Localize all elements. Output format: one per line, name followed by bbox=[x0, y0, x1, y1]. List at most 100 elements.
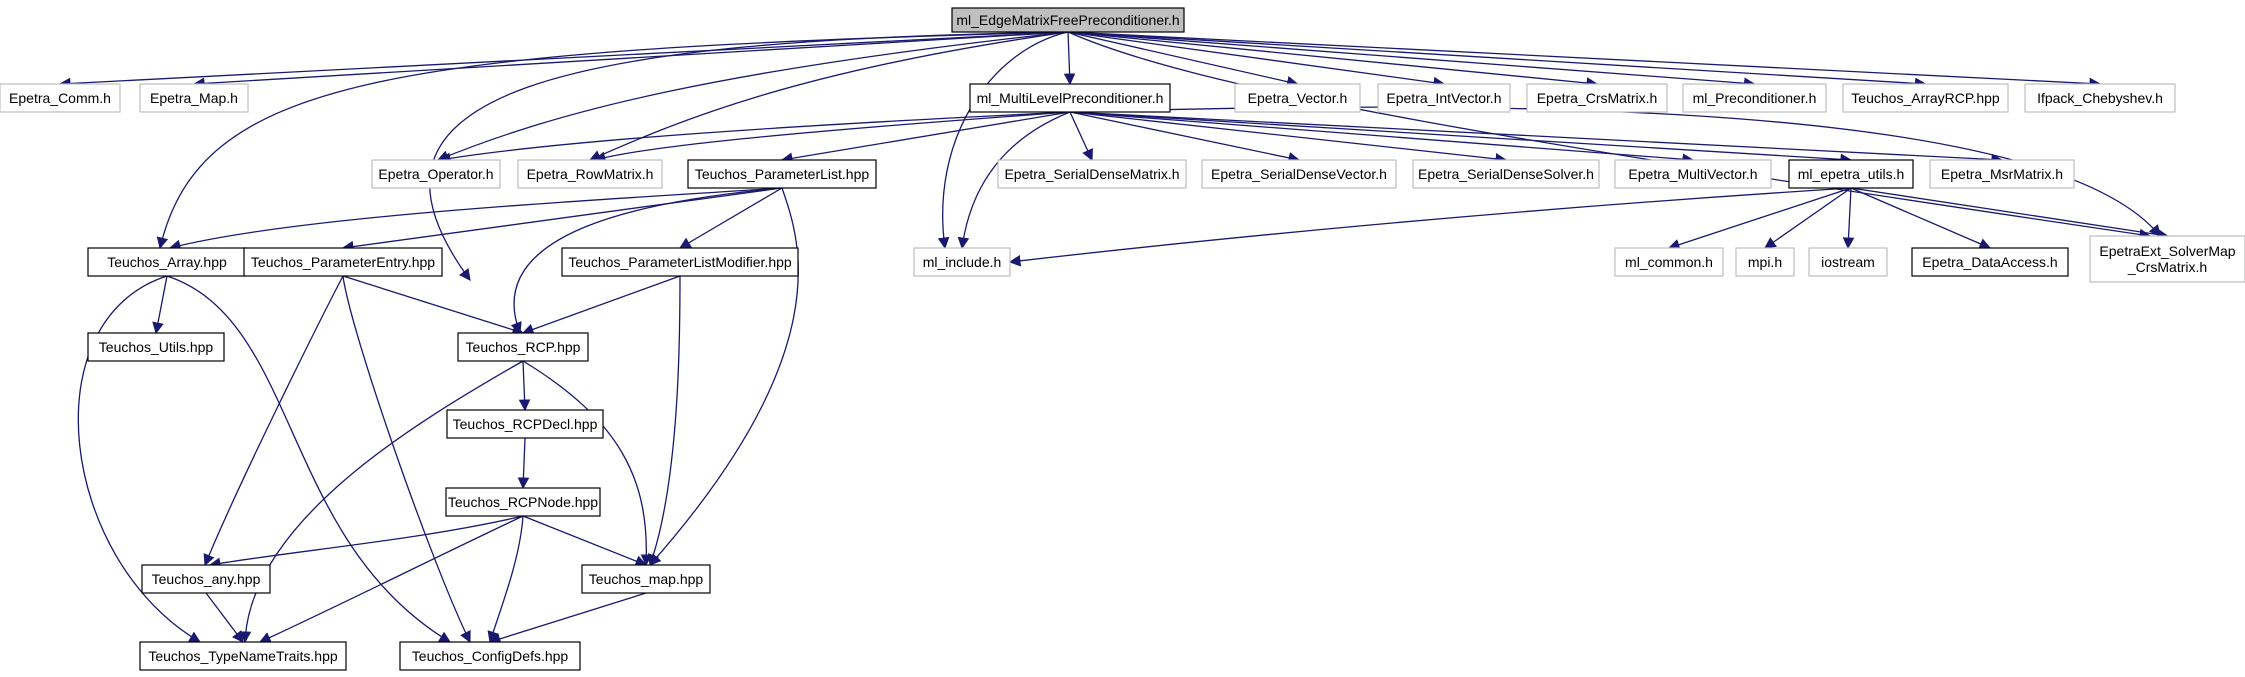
node-teuchos_any[interactable]: Teuchos_any.hpp bbox=[141, 564, 271, 594]
edge-root-to-ml_include bbox=[937, 31, 1069, 250]
node-ml_epetra_utils[interactable]: ml_epetra_utils.h bbox=[1788, 159, 1914, 189]
node-ml_include[interactable]: ml_include.h bbox=[913, 247, 1011, 277]
node-epetra_comm[interactable]: Epetra_Comm.h bbox=[0, 83, 121, 113]
node-teuchos_typenametraits[interactable]: Teuchos_TypeNameTraits.hpp bbox=[139, 641, 347, 671]
node-epetra_serialdensematrix[interactable]: Epetra_SerialDenseMatrix.h bbox=[997, 159, 1187, 189]
node-epetra_intvector[interactable]: Epetra_IntVector.h bbox=[1377, 83, 1511, 113]
node-label-epetra_multivector: Epetra_MultiVector.h bbox=[1628, 166, 1757, 182]
edge-root-to-teuchos_arrayrcp bbox=[1067, 31, 1927, 90]
edge-root-to-epetra_crsmatrix bbox=[1067, 31, 1599, 89]
edge-ml_multilevel-to-epetra_serialdensesolver bbox=[1069, 111, 1508, 165]
node-label-ml_preconditioner: ml_Preconditioner.h bbox=[1693, 90, 1817, 106]
node-teuchos_parameterentry[interactable]: Teuchos_ParameterEntry.hpp bbox=[243, 247, 443, 277]
node-teuchos_parameterlistmodifier[interactable]: Teuchos_ParameterListModifier.hpp bbox=[561, 247, 799, 277]
node-epetra_map[interactable]: Epetra_Map.h bbox=[139, 83, 249, 113]
edge-teuchos_array-to-teuchos_typenametraits bbox=[77, 275, 202, 643]
node-label-teuchos_rcpnode: Teuchos_RCPNode.hpp bbox=[448, 494, 598, 510]
node-label-ml_include: ml_include.h bbox=[923, 254, 1002, 270]
node-label-epetra_dataaccess: Epetra_DataAccess.h bbox=[1922, 254, 2057, 270]
node-teuchos_rcpdecl[interactable]: Teuchos_RCPDecl.hpp bbox=[446, 409, 604, 439]
node-teuchos_rcpnode[interactable]: Teuchos_RCPNode.hpp bbox=[445, 487, 601, 517]
node-teuchos_parameterlist[interactable]: Teuchos_ParameterList.hpp bbox=[687, 159, 877, 189]
node-label-ifpack_chebyshev: Ifpack_Chebyshev.h bbox=[2037, 90, 2163, 106]
node-iostream[interactable]: iostream bbox=[1808, 247, 1888, 277]
node-label-epetra_vector: Epetra_Vector.h bbox=[1248, 90, 1348, 106]
node-box-epetra_serialdensesolver bbox=[1412, 159, 1600, 189]
node-box-ml_common bbox=[1614, 247, 1724, 277]
edge-ml_multilevel-to-epetra_multivector bbox=[1069, 111, 1695, 166]
edge-ml_multilevel-to-epetra_serialdensematrix bbox=[1069, 111, 1093, 162]
node-box-epetra_multivector bbox=[1614, 159, 1772, 189]
edge-root-to-teuchos_rcp bbox=[429, 31, 1069, 281]
node-box-iostream bbox=[1808, 247, 1888, 277]
edge-teuchos_parameterentry-to-teuchos_configdefs bbox=[342, 275, 471, 644]
node-label-epetraext_solvermap-line-2: _CrsMatrix.h bbox=[2127, 259, 2207, 275]
node-teuchos_configdefs[interactable]: Teuchos_ConfigDefs.hpp bbox=[399, 641, 581, 671]
edge-ml_multilevel-to-ml_include bbox=[957, 111, 1071, 250]
node-teuchos_arrayrcp[interactable]: Teuchos_ArrayRCP.hpp bbox=[1842, 83, 2009, 113]
edge-root-to-epetra_comm bbox=[58, 31, 1069, 90]
node-epetra_crsmatrix[interactable]: Epetra_CrsMatrix.h bbox=[1526, 83, 1668, 113]
edge-ml_multilevel-to-teuchos_parameterlist bbox=[780, 111, 1071, 165]
node-epetra_operator[interactable]: Epetra_Operator.h bbox=[371, 159, 501, 189]
node-label-epetra_crsmatrix: Epetra_CrsMatrix.h bbox=[1537, 90, 1658, 106]
edge-ml_epetra_utils-to-ml_include bbox=[1008, 187, 1852, 267]
node-label-ml_multilevel: ml_MultiLevelPreconditioner.h bbox=[977, 90, 1164, 106]
node-label-ml_common: ml_common.h bbox=[1625, 254, 1713, 270]
node-epetra_serialdensesolver[interactable]: Epetra_SerialDenseSolver.h bbox=[1412, 159, 1600, 189]
node-teuchos_rcp[interactable]: Teuchos_RCP.hpp bbox=[457, 332, 589, 362]
node-box-teuchos_rcp bbox=[457, 332, 589, 362]
node-ifpack_chebyshev[interactable]: Ifpack_Chebyshev.h bbox=[2024, 83, 2176, 113]
node-box-epetra_operator bbox=[371, 159, 501, 189]
edge-teuchos_rcpnode-to-teuchos_map bbox=[522, 515, 648, 567]
edge-teuchos_rcpnode-to-teuchos_any bbox=[208, 515, 524, 570]
node-box-epetra_serialdensematrix bbox=[997, 159, 1187, 189]
node-label-teuchos_typenametraits: Teuchos_TypeNameTraits.hpp bbox=[148, 648, 338, 664]
node-epetra_rowmatrix[interactable]: Epetra_RowMatrix.h bbox=[517, 159, 663, 189]
node-epetra_serialdensevector[interactable]: Epetra_SerialDenseVector.h bbox=[1201, 159, 1397, 189]
node-box-epetra_intvector bbox=[1377, 83, 1511, 113]
node-box-epetra_rowmatrix bbox=[517, 159, 663, 189]
node-box-teuchos_array bbox=[87, 247, 247, 277]
node-layer: ml_EdgeMatrixFreePreconditioner.hEpetra_… bbox=[0, 7, 2245, 671]
node-box-teuchos_any bbox=[141, 564, 271, 594]
node-mpi[interactable]: mpi.h bbox=[1735, 247, 1795, 277]
node-box-epetraext_solvermap bbox=[2089, 235, 2245, 283]
node-box-teuchos_parameterentry bbox=[243, 247, 443, 277]
node-ml_preconditioner[interactable]: ml_Preconditioner.h bbox=[1682, 83, 1827, 113]
node-teuchos_array[interactable]: Teuchos_Array.hpp bbox=[87, 247, 247, 277]
edge-teuchos_parameterentry-to-teuchos_rcp bbox=[342, 275, 525, 336]
node-epetraext_solvermap[interactable]: EpetraExt_SolverMap_CrsMatrix.h bbox=[2089, 235, 2245, 283]
node-box-teuchos_map bbox=[581, 564, 711, 594]
node-box-teuchos_typenametraits bbox=[139, 641, 347, 671]
node-label-teuchos_array: Teuchos_Array.hpp bbox=[107, 254, 227, 270]
edge-teuchos_parameterlist-to-teuchos_map bbox=[649, 187, 799, 566]
edge-teuchos_rcp-to-teuchos_typenametraits bbox=[239, 360, 524, 644]
node-box-teuchos_rcpnode bbox=[445, 487, 601, 517]
edge-root-to-ml_multilevel bbox=[1063, 31, 1076, 86]
node-label-epetra_serialdensevector: Epetra_SerialDenseVector.h bbox=[1211, 166, 1387, 182]
node-box-teuchos_arrayrcp bbox=[1842, 83, 2009, 113]
node-label-teuchos_parameterlist: Teuchos_ParameterList.hpp bbox=[695, 166, 870, 182]
node-box-mpi bbox=[1735, 247, 1795, 277]
node-epetra_multivector[interactable]: Epetra_MultiVector.h bbox=[1614, 159, 1772, 189]
node-label-epetra_serialdensematrix: Epetra_SerialDenseMatrix.h bbox=[1004, 166, 1179, 182]
node-ml_common[interactable]: ml_common.h bbox=[1614, 247, 1724, 277]
node-ml_multilevel[interactable]: ml_MultiLevelPreconditioner.h bbox=[969, 83, 1171, 113]
edge-teuchos_parameterlistmodifier-to-teuchos_rcp bbox=[521, 275, 681, 335]
node-epetra_dataaccess[interactable]: Epetra_DataAccess.h bbox=[1911, 247, 2069, 277]
edge-teuchos_parameterentry-to-teuchos_any bbox=[203, 275, 344, 567]
edge-ml_epetra_utils-to-iostream bbox=[1842, 187, 1855, 250]
node-teuchos_map[interactable]: Teuchos_map.hpp bbox=[581, 564, 711, 594]
node-label-epetra_msrmatrix: Epetra_MsrMatrix.h bbox=[1941, 166, 2063, 182]
node-epetra_vector[interactable]: Epetra_Vector.h bbox=[1234, 83, 1361, 113]
node-epetra_msrmatrix[interactable]: Epetra_MsrMatrix.h bbox=[1929, 159, 2075, 189]
edge-teuchos_rcp-to-teuchos_map bbox=[522, 360, 653, 567]
edge-root-to-ml_preconditioner bbox=[1067, 31, 1756, 90]
node-box-ml_epetra_utils bbox=[1788, 159, 1914, 189]
node-root[interactable]: ml_EdgeMatrixFreePreconditioner.h bbox=[951, 7, 1185, 33]
edge-teuchos_parameterlist-to-teuchos_rcp bbox=[510, 187, 783, 335]
edge-teuchos_parameterlist-to-teuchos_parameterlistmodifier bbox=[678, 187, 783, 249]
node-teuchos_utils[interactable]: Teuchos_Utils.hpp bbox=[87, 332, 225, 362]
node-label-teuchos_utils: Teuchos_Utils.hpp bbox=[99, 339, 214, 355]
